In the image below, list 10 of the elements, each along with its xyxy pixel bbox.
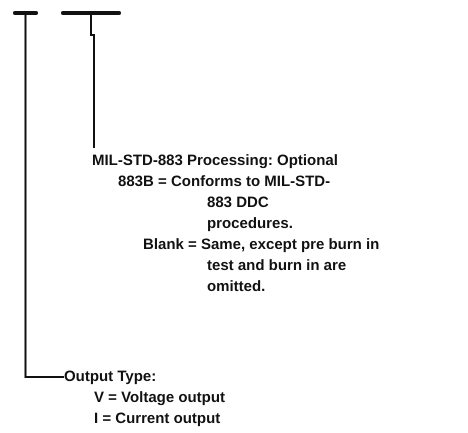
field-heading: Output Type:	[64, 367, 158, 387]
position-bar	[61, 11, 121, 15]
position-bar	[13, 11, 38, 15]
field-heading: MIL-STD-883 Processing: Optional	[92, 151, 339, 171]
option-description: 883B = Conforms to MIL-STD-883 DDC procedures.	[117, 172, 332, 234]
leader-line	[24, 15, 64, 378]
option-description: V = Voltage output	[93, 388, 226, 408]
leader-line	[90, 15, 95, 148]
option-description: I = Current output	[93, 409, 222, 429]
option-description: Blank = Same, except pre burn in test and burn in are omitted.	[142, 235, 380, 297]
